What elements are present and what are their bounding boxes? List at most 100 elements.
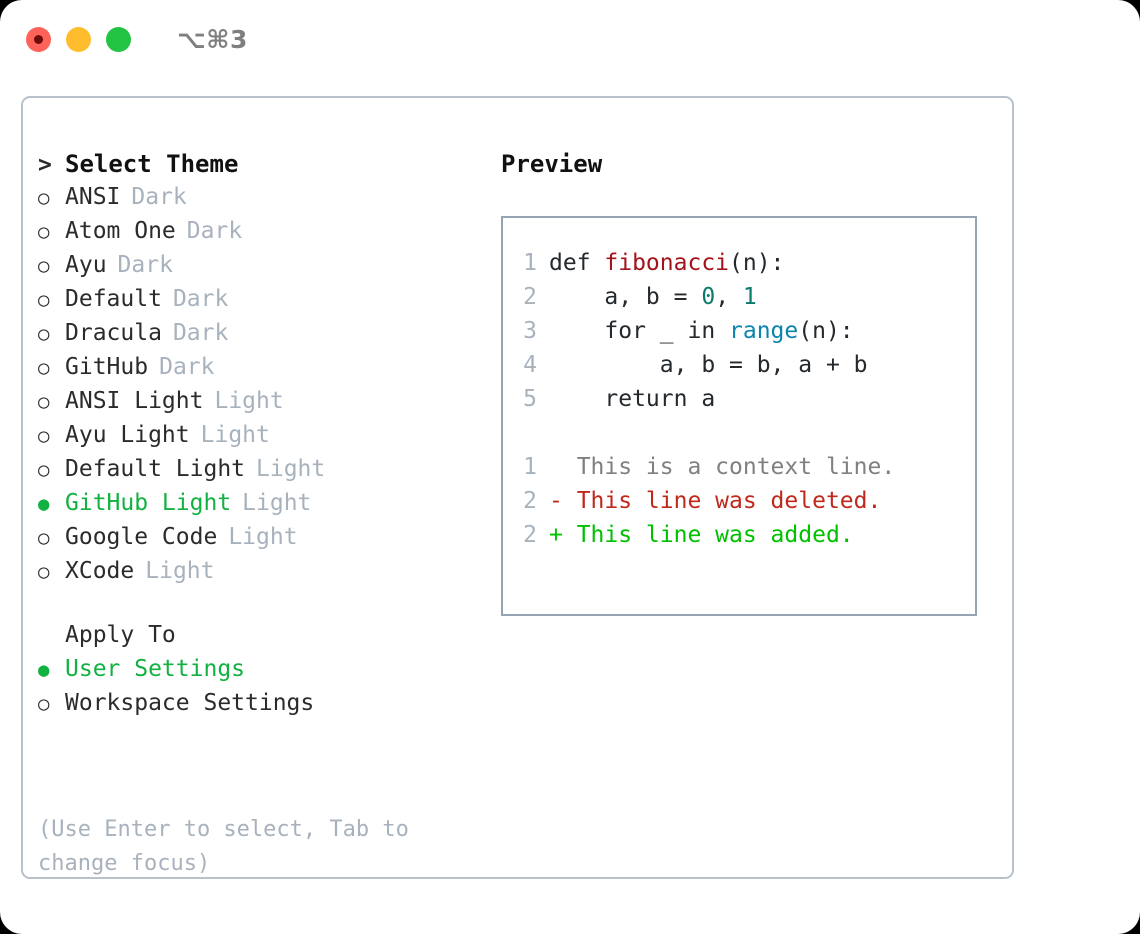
- code-line: 3 for _ in range(n):: [503, 318, 975, 352]
- theme-option-row[interactable]: Ayu Dark: [38, 252, 488, 286]
- theme-option-row[interactable]: Dracula Dark: [38, 320, 488, 354]
- preview-title: Preview: [501, 150, 603, 178]
- code-token: ,: [715, 284, 743, 310]
- code-diff-separator: [503, 420, 975, 454]
- radio-unselected-icon[interactable]: [38, 558, 65, 584]
- theme-option-row[interactable]: ANSI Dark: [38, 184, 488, 218]
- apply-to-title: Apply To: [65, 622, 176, 648]
- radio-unselected-icon[interactable]: [38, 524, 65, 550]
- radio-unselected-icon[interactable]: [38, 456, 65, 482]
- code-token: range: [729, 318, 799, 344]
- recording-dot-icon: [34, 34, 43, 44]
- radio-unselected-icon[interactable]: [38, 388, 65, 414]
- diff-line: 2- This line was deleted.: [503, 488, 975, 522]
- theme-option-label: GitHub: [65, 354, 149, 380]
- theme-variant-badge: Light: [228, 524, 298, 550]
- radio-selected-icon[interactable]: [38, 490, 65, 516]
- apply-to-option-row[interactable]: Workspace Settings: [38, 690, 488, 724]
- code-token: for _ in: [549, 318, 730, 344]
- theme-variant-badge: Dark: [159, 354, 215, 380]
- radio-selected-icon[interactable]: [38, 656, 65, 682]
- theme-option-label: ANSI: [65, 184, 121, 210]
- diff-line: 1 This is a context line.: [503, 454, 975, 488]
- theme-option-row[interactable]: ANSI Light Light: [38, 388, 488, 422]
- code-token: (n):: [798, 318, 854, 344]
- theme-option-label: Ayu: [65, 252, 107, 278]
- apply-to-option-row[interactable]: User Settings: [38, 656, 488, 690]
- close-window-icon[interactable]: [26, 26, 51, 52]
- apply-to-option-label: User Settings: [65, 656, 246, 682]
- radio-unselected-icon[interactable]: [38, 354, 65, 380]
- keyboard-shortcut-label: ⌥⌘3: [177, 24, 248, 54]
- theme-option-label: Dracula: [65, 320, 162, 346]
- maximize-window-icon[interactable]: [106, 26, 131, 52]
- radio-unselected-icon[interactable]: [38, 286, 65, 312]
- apply-to-list: User SettingsWorkspace Settings: [38, 656, 488, 724]
- keyboard-hint: (Use Enter to select, Tab to change focu…: [38, 817, 409, 876]
- theme-variant-badge: Light: [242, 490, 312, 516]
- radio-unselected-icon[interactable]: [38, 218, 65, 244]
- line-number: 4: [523, 352, 537, 378]
- code-token: def: [549, 250, 605, 276]
- apply-to-title-row: Apply To: [38, 622, 488, 656]
- line-number: 2: [523, 488, 537, 514]
- code-token: a, b =: [549, 284, 702, 310]
- theme-variant-badge: Dark: [186, 218, 243, 244]
- theme-variant-badge: Dark: [172, 320, 229, 346]
- theme-variant-badge: Dark: [117, 252, 173, 278]
- radio-unselected-icon[interactable]: [38, 422, 65, 448]
- apply-to-option-label: Workspace Settings: [65, 690, 315, 716]
- theme-option-label: ANSI Light: [65, 388, 204, 414]
- code-token: (n):: [729, 250, 785, 276]
- radio-unselected-icon[interactable]: [38, 320, 65, 346]
- theme-variant-badge: Light: [200, 422, 270, 448]
- code-token: fibonacci: [604, 250, 730, 276]
- main-panel: > Select Theme ANSIDarkAtom OneDarkAyuDa…: [21, 96, 1014, 879]
- theme-picker-column: > Select Theme ANSIDarkAtom OneDarkAyuDa…: [38, 150, 488, 724]
- theme-option-label: GitHub Light: [65, 490, 232, 516]
- code-line: 1 def fibonacci(n):: [503, 250, 975, 284]
- line-number: 2: [523, 284, 537, 310]
- theme-option-row[interactable]: GitHub Light Light: [38, 490, 488, 524]
- radio-unselected-icon[interactable]: [38, 252, 65, 278]
- theme-option-row[interactable]: Ayu Light Light: [38, 422, 488, 456]
- theme-variant-badge: Light: [214, 388, 284, 414]
- radio-unselected-icon[interactable]: [38, 184, 65, 210]
- theme-option-row[interactable]: XCode Light: [38, 558, 488, 592]
- theme-option-label: Default Light: [65, 456, 246, 482]
- diff-line: 2 + This line was added.: [503, 522, 975, 556]
- theme-option-label: XCode: [65, 558, 135, 584]
- minimize-window-icon[interactable]: [66, 26, 91, 52]
- caret-icon: >: [38, 152, 52, 178]
- line-number: 1: [523, 454, 537, 480]
- code-line: 2 a, b = 0, 1: [503, 284, 975, 318]
- code-token: 1: [742, 284, 757, 310]
- line-number: 3: [523, 318, 537, 344]
- theme-option-row[interactable]: GitHub Dark: [38, 354, 488, 388]
- diff-line-text: This is a context line.: [549, 454, 896, 480]
- code-line: 5 return a: [503, 386, 975, 420]
- code-line: 4 a, b = b, a + b: [503, 352, 975, 386]
- line-number: 1: [523, 250, 537, 276]
- theme-option-label: Ayu Light: [65, 422, 190, 448]
- line-number: 2: [523, 522, 537, 548]
- theme-list: ANSIDarkAtom OneDarkAyuDarkDefaultDarkDr…: [38, 184, 488, 592]
- select-theme-heading-row: > Select Theme: [38, 150, 488, 184]
- line-number: 5: [523, 386, 537, 412]
- code-token: return a: [549, 386, 716, 412]
- radio-unselected-icon[interactable]: [38, 690, 65, 716]
- diff-sample: 1 This is a context line.2- This line wa…: [503, 454, 975, 556]
- theme-variant-badge: Dark: [131, 184, 187, 210]
- diff-line-text: + This line was added.: [549, 522, 854, 548]
- page-title: Select Theme: [65, 150, 239, 178]
- traffic-lights: [26, 26, 131, 52]
- theme-variant-badge: Light: [145, 558, 215, 584]
